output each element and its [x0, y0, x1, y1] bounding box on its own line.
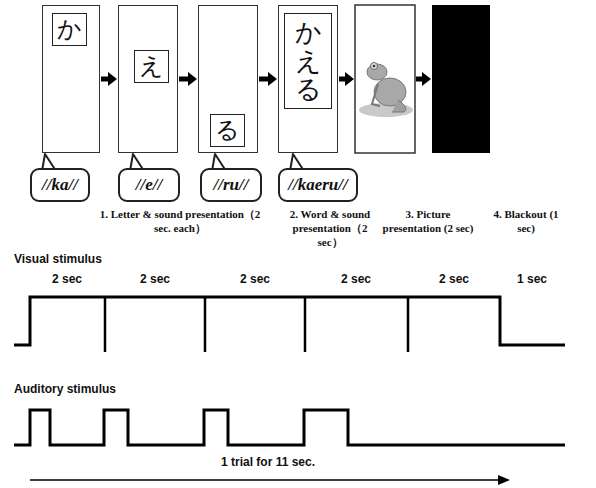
duration-label: 2 sec — [238, 272, 272, 286]
stimulus-panel: かえる — [278, 5, 338, 153]
trial-arrow — [30, 479, 500, 481]
duration-label: 2 sec — [138, 272, 172, 286]
tick — [304, 297, 307, 352]
word-card: かえる — [284, 13, 332, 109]
visual-waveform — [14, 297, 565, 345]
flow-arrow — [179, 72, 197, 86]
speech-bubble: //ka// — [30, 168, 90, 202]
blackout-panel — [432, 5, 490, 153]
track-heading: Auditory stimulus — [14, 382, 116, 396]
segment-ticks — [105, 297, 408, 352]
stimulus-panel: え — [118, 5, 178, 153]
phase-caption: 1. Letter & sound presentation（2 sec. ea… — [90, 208, 270, 236]
arrow-shaft — [179, 77, 189, 82]
arrow-shaft — [339, 77, 346, 82]
duration-label: 2 sec — [339, 272, 373, 286]
arrow-head — [422, 72, 431, 86]
flow-arrow — [101, 72, 117, 86]
duration-label: 1 sec — [515, 272, 549, 286]
tick — [204, 297, 207, 352]
phase-caption: 4. Blackout (1 sec) — [486, 208, 566, 236]
frog-arm — [372, 84, 380, 106]
duration-label: 2 sec — [437, 272, 471, 286]
phase-caption: 3. Picture presentation (2 sec) — [382, 208, 474, 236]
phase-caption: 2. Word & sound presentation（2 sec） — [280, 208, 380, 249]
speech-bubble: //ru// — [200, 168, 262, 202]
frog-pupil — [373, 65, 376, 68]
tick — [407, 297, 410, 352]
stimulus-panel: る — [198, 5, 258, 153]
arrow-head — [345, 72, 354, 86]
tick — [104, 297, 107, 352]
frog-eye — [371, 63, 378, 70]
speech-bubble: //e// — [118, 168, 180, 202]
arrow-shaft — [259, 77, 269, 82]
auditory-waveform — [14, 410, 565, 445]
track-heading: Visual stimulus — [14, 252, 102, 266]
arrow-head — [108, 72, 117, 86]
trial-label: 1 trial for 11 sec. — [219, 455, 317, 469]
arrow-shaft — [416, 77, 423, 82]
sound-text: //ka// — [42, 175, 78, 195]
flow-arrow — [339, 72, 431, 86]
arrow-head — [188, 72, 197, 86]
sound-text: //kaeru// — [288, 175, 348, 195]
picture-panel — [355, 5, 415, 153]
letter-card: か — [52, 13, 87, 46]
letter-card: え — [134, 50, 169, 83]
flow-arrow — [259, 72, 277, 86]
speech-bubble: //kaeru// — [278, 168, 358, 202]
letter-card: る — [210, 114, 245, 147]
frog-picture — [359, 63, 413, 118]
sound-text: //e// — [136, 175, 162, 195]
arrow-shaft — [101, 77, 109, 82]
stimulus-panel: か — [42, 5, 100, 153]
arrow-head — [268, 72, 277, 86]
trial-arrowhead — [498, 475, 510, 485]
duration-label: 2 sec — [50, 272, 84, 286]
sound-text: //ru// — [214, 175, 249, 195]
frog-leg — [392, 100, 406, 112]
